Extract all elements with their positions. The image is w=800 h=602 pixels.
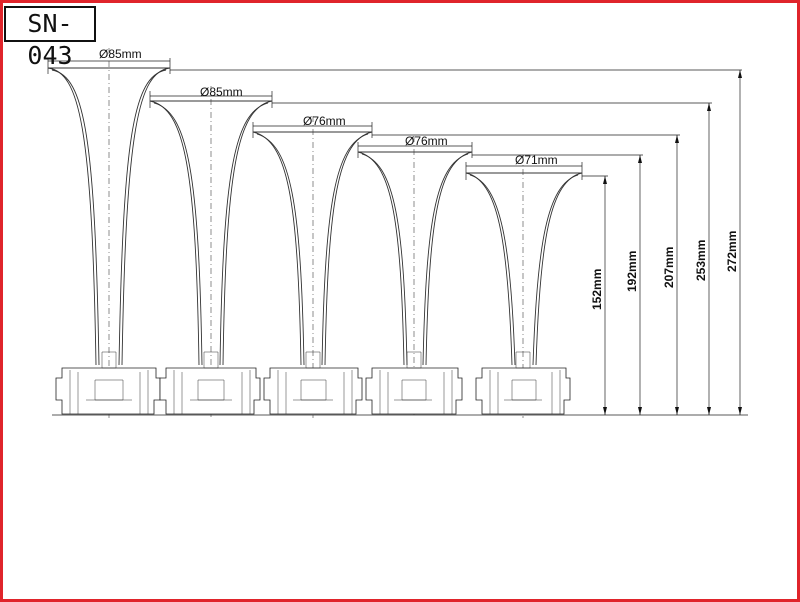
height-label-horn-5: 152mm <box>590 269 604 310</box>
height-label-horn-1: 272mm <box>725 231 739 272</box>
diameter-label-horn-4: Ø76mm <box>405 134 448 148</box>
horn-2 <box>149 86 273 418</box>
model-number-label: SN-043 <box>4 6 96 70</box>
diameter-label-horn-1: Ø85mm <box>99 47 142 61</box>
height-dimension-lines <box>603 70 742 415</box>
height-label-horn-3: 207mm <box>662 247 676 288</box>
diameter-label-horn-2: Ø85mm <box>200 85 243 99</box>
height-label-horn-2: 253mm <box>694 240 708 281</box>
height-extension-lines <box>52 69 748 416</box>
height-label-horn-4: 192mm <box>625 251 639 292</box>
diameter-label-horn-3: Ø76mm <box>303 114 346 128</box>
horn-4 <box>357 136 473 418</box>
horn-3 <box>252 116 373 418</box>
diameter-label-horn-5: Ø71mm <box>515 153 558 167</box>
horn-5 <box>465 156 583 418</box>
horn-1 <box>47 48 171 418</box>
